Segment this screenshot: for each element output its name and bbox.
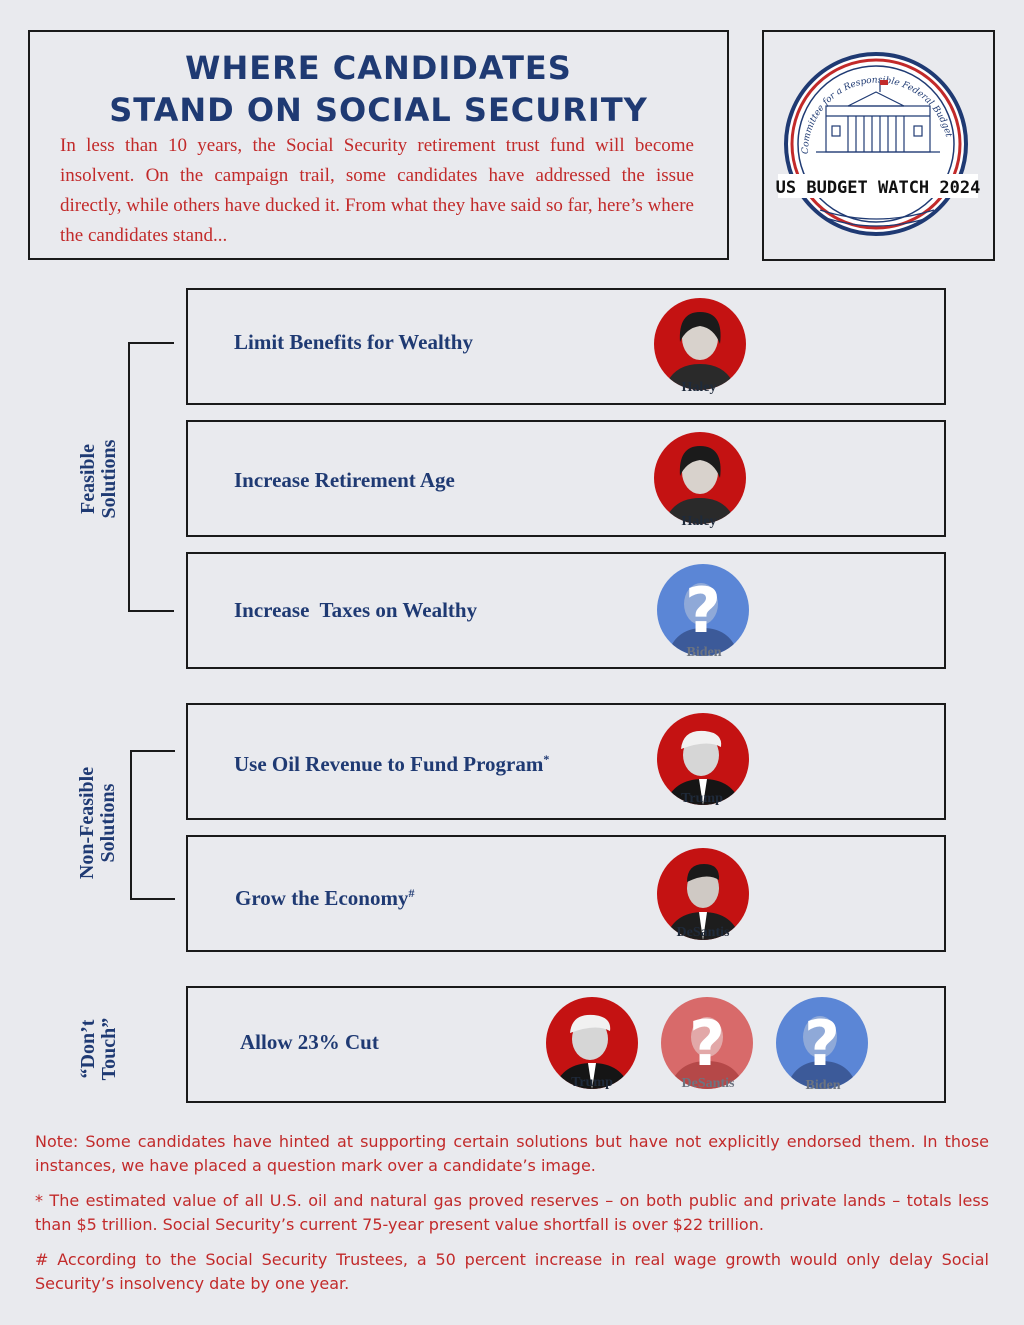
- position-label: Use Oil Revenue to Fund Program*: [234, 752, 550, 776]
- candidate-portrait-desantis: ?: [661, 997, 753, 1089]
- position-label: Increase Taxes on Wealthy: [234, 598, 478, 622]
- white-house-icon: [816, 80, 940, 227]
- candidate-name: Trump: [571, 1075, 613, 1090]
- non-feasible-solutions-label: Non-Feasible Solutions: [76, 766, 119, 880]
- position-row-oil-revenue: Use Oil Revenue to Fund Program* Trump: [186, 703, 946, 820]
- position-row-limit-benefits: Limit Benefits for Wealthy Haley: [186, 288, 946, 405]
- candidate-name: Biden: [805, 1078, 841, 1093]
- candidate-portrait-trump: [657, 713, 749, 805]
- position-row-retirement-age: Increase Retirement Age Haley: [186, 420, 946, 537]
- candidate-portrait-haley: [654, 432, 746, 524]
- candidate-portrait-biden: ?: [776, 997, 868, 1089]
- non-feasible-bracket: [130, 750, 175, 900]
- us-budget-watch-logo: Committee for a Responsible Federal Budg…: [776, 52, 981, 236]
- candidate-name: Biden: [686, 645, 722, 660]
- intro-paragraph: In less than 10 years, the Social Securi…: [60, 135, 694, 246]
- question-mark-icon: ?: [804, 1007, 840, 1080]
- dont-touch-label: “Don’t Touch”: [77, 1017, 120, 1081]
- feasible-solutions-label: Feasible Solutions: [77, 439, 120, 519]
- footnote-mark: *: [543, 752, 550, 766]
- position-label: Allow 23% Cut: [240, 1030, 379, 1054]
- question-mark-icon: ?: [689, 1007, 725, 1080]
- candidate-name: Haley: [681, 514, 717, 529]
- feasible-bracket: [128, 342, 174, 612]
- candidate-name: Trump: [681, 791, 723, 806]
- position-label: Increase Retirement Age: [234, 468, 455, 492]
- footnote-mark: #: [408, 886, 415, 900]
- candidate-name: DeSantis: [676, 925, 730, 940]
- footnote-oil: * The estimated value of all U.S. oil an…: [35, 1191, 989, 1234]
- note-question-mark: Note: Some candidates have hinted at sup…: [35, 1132, 989, 1175]
- candidate-name: DeSantis: [681, 1076, 735, 1091]
- candidate-portrait-desantis: [657, 848, 749, 940]
- position-row-grow-economy: Grow the Economy# DeSantis: [186, 835, 946, 952]
- title-box: WHERE CANDIDATES STAND ON SOCIAL SECURIT…: [28, 30, 729, 260]
- logo-box: Committee for a Responsible Federal Budg…: [762, 30, 995, 261]
- position-label: Grow the Economy#: [235, 886, 415, 910]
- candidate-portrait-biden: ?: [657, 564, 749, 656]
- page-title-line-2: STAND ON SOCIAL SECURITY: [109, 91, 648, 129]
- candidate-name: Haley: [681, 380, 717, 395]
- position-row-taxes-wealthy: Increase Taxes on Wealthy ? Biden: [186, 552, 946, 669]
- candidate-portrait-haley: [654, 298, 746, 390]
- footnote-growth: # According to the Social Security Trust…: [35, 1250, 989, 1293]
- position-label: Limit Benefits for Wealthy: [234, 330, 473, 354]
- position-row-allow-cut: Allow 23% Cut Trump ? DeSantis ? Biden: [186, 986, 946, 1103]
- candidate-portrait-trump: [546, 997, 638, 1089]
- logo-name: US BUDGET WATCH 2024: [776, 178, 981, 198]
- question-mark-icon: ?: [685, 574, 721, 647]
- page-title-line-1: WHERE CANDIDATES: [185, 49, 572, 87]
